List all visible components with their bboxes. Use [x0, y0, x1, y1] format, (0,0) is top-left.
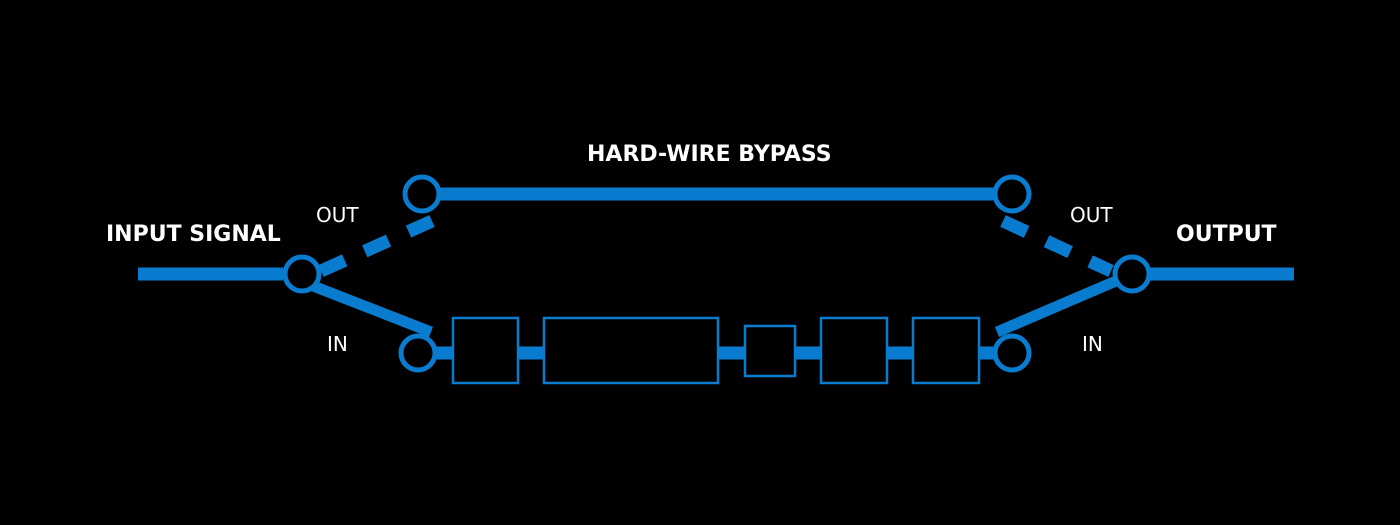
effect-blocks — [451, 316, 981, 385]
right-switch-dashed-out — [1000, 215, 1114, 277]
left-out-label: OUT — [316, 203, 359, 227]
effect-block-1 — [451, 316, 520, 385]
effect-block-2 — [542, 316, 720, 385]
left-common-terminal — [282, 254, 322, 294]
effect-block-5 — [911, 316, 981, 385]
effect-block-3 — [743, 324, 797, 378]
right-switch-arm-in — [994, 275, 1119, 338]
left-out-terminal — [402, 174, 442, 214]
input-signal-label: INPUT SIGNAL — [106, 222, 281, 247]
right-in-terminal — [992, 333, 1032, 373]
left-switch-dashed-out — [318, 215, 435, 277]
left-in-terminal — [398, 333, 438, 373]
left-switch-arm-in — [311, 280, 433, 338]
right-out-label: OUT — [1070, 203, 1113, 227]
right-in-label: IN — [1082, 332, 1103, 356]
effect-block-4 — [819, 316, 889, 385]
right-common-terminal — [1112, 254, 1152, 294]
switch-terminals — [282, 174, 1152, 373]
left-in-label: IN — [327, 332, 348, 356]
bypass-label: HARD-WIRE BYPASS — [587, 142, 832, 167]
right-out-terminal — [992, 174, 1032, 214]
output-label: OUTPUT — [1176, 222, 1277, 247]
